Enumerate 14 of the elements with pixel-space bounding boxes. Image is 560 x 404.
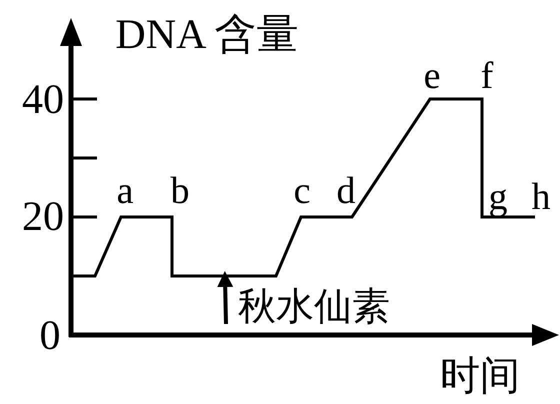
point-label: e <box>424 57 440 95</box>
arrow <box>217 271 234 324</box>
point-label: c <box>294 172 310 210</box>
point-label: b <box>170 172 190 210</box>
axis-title: 时间 <box>440 356 520 396</box>
tick-label: 40 <box>22 79 64 121</box>
tick-label: 0 <box>40 315 60 357</box>
point-label: h <box>532 178 550 216</box>
point-label: f <box>480 57 494 95</box>
point-label: d <box>336 172 356 210</box>
tick-label: 20 <box>22 196 64 238</box>
axis-title: DNA 含量 <box>115 14 299 56</box>
point-label: a <box>116 172 134 210</box>
annotation-text: 秋水仙素 <box>238 288 390 326</box>
